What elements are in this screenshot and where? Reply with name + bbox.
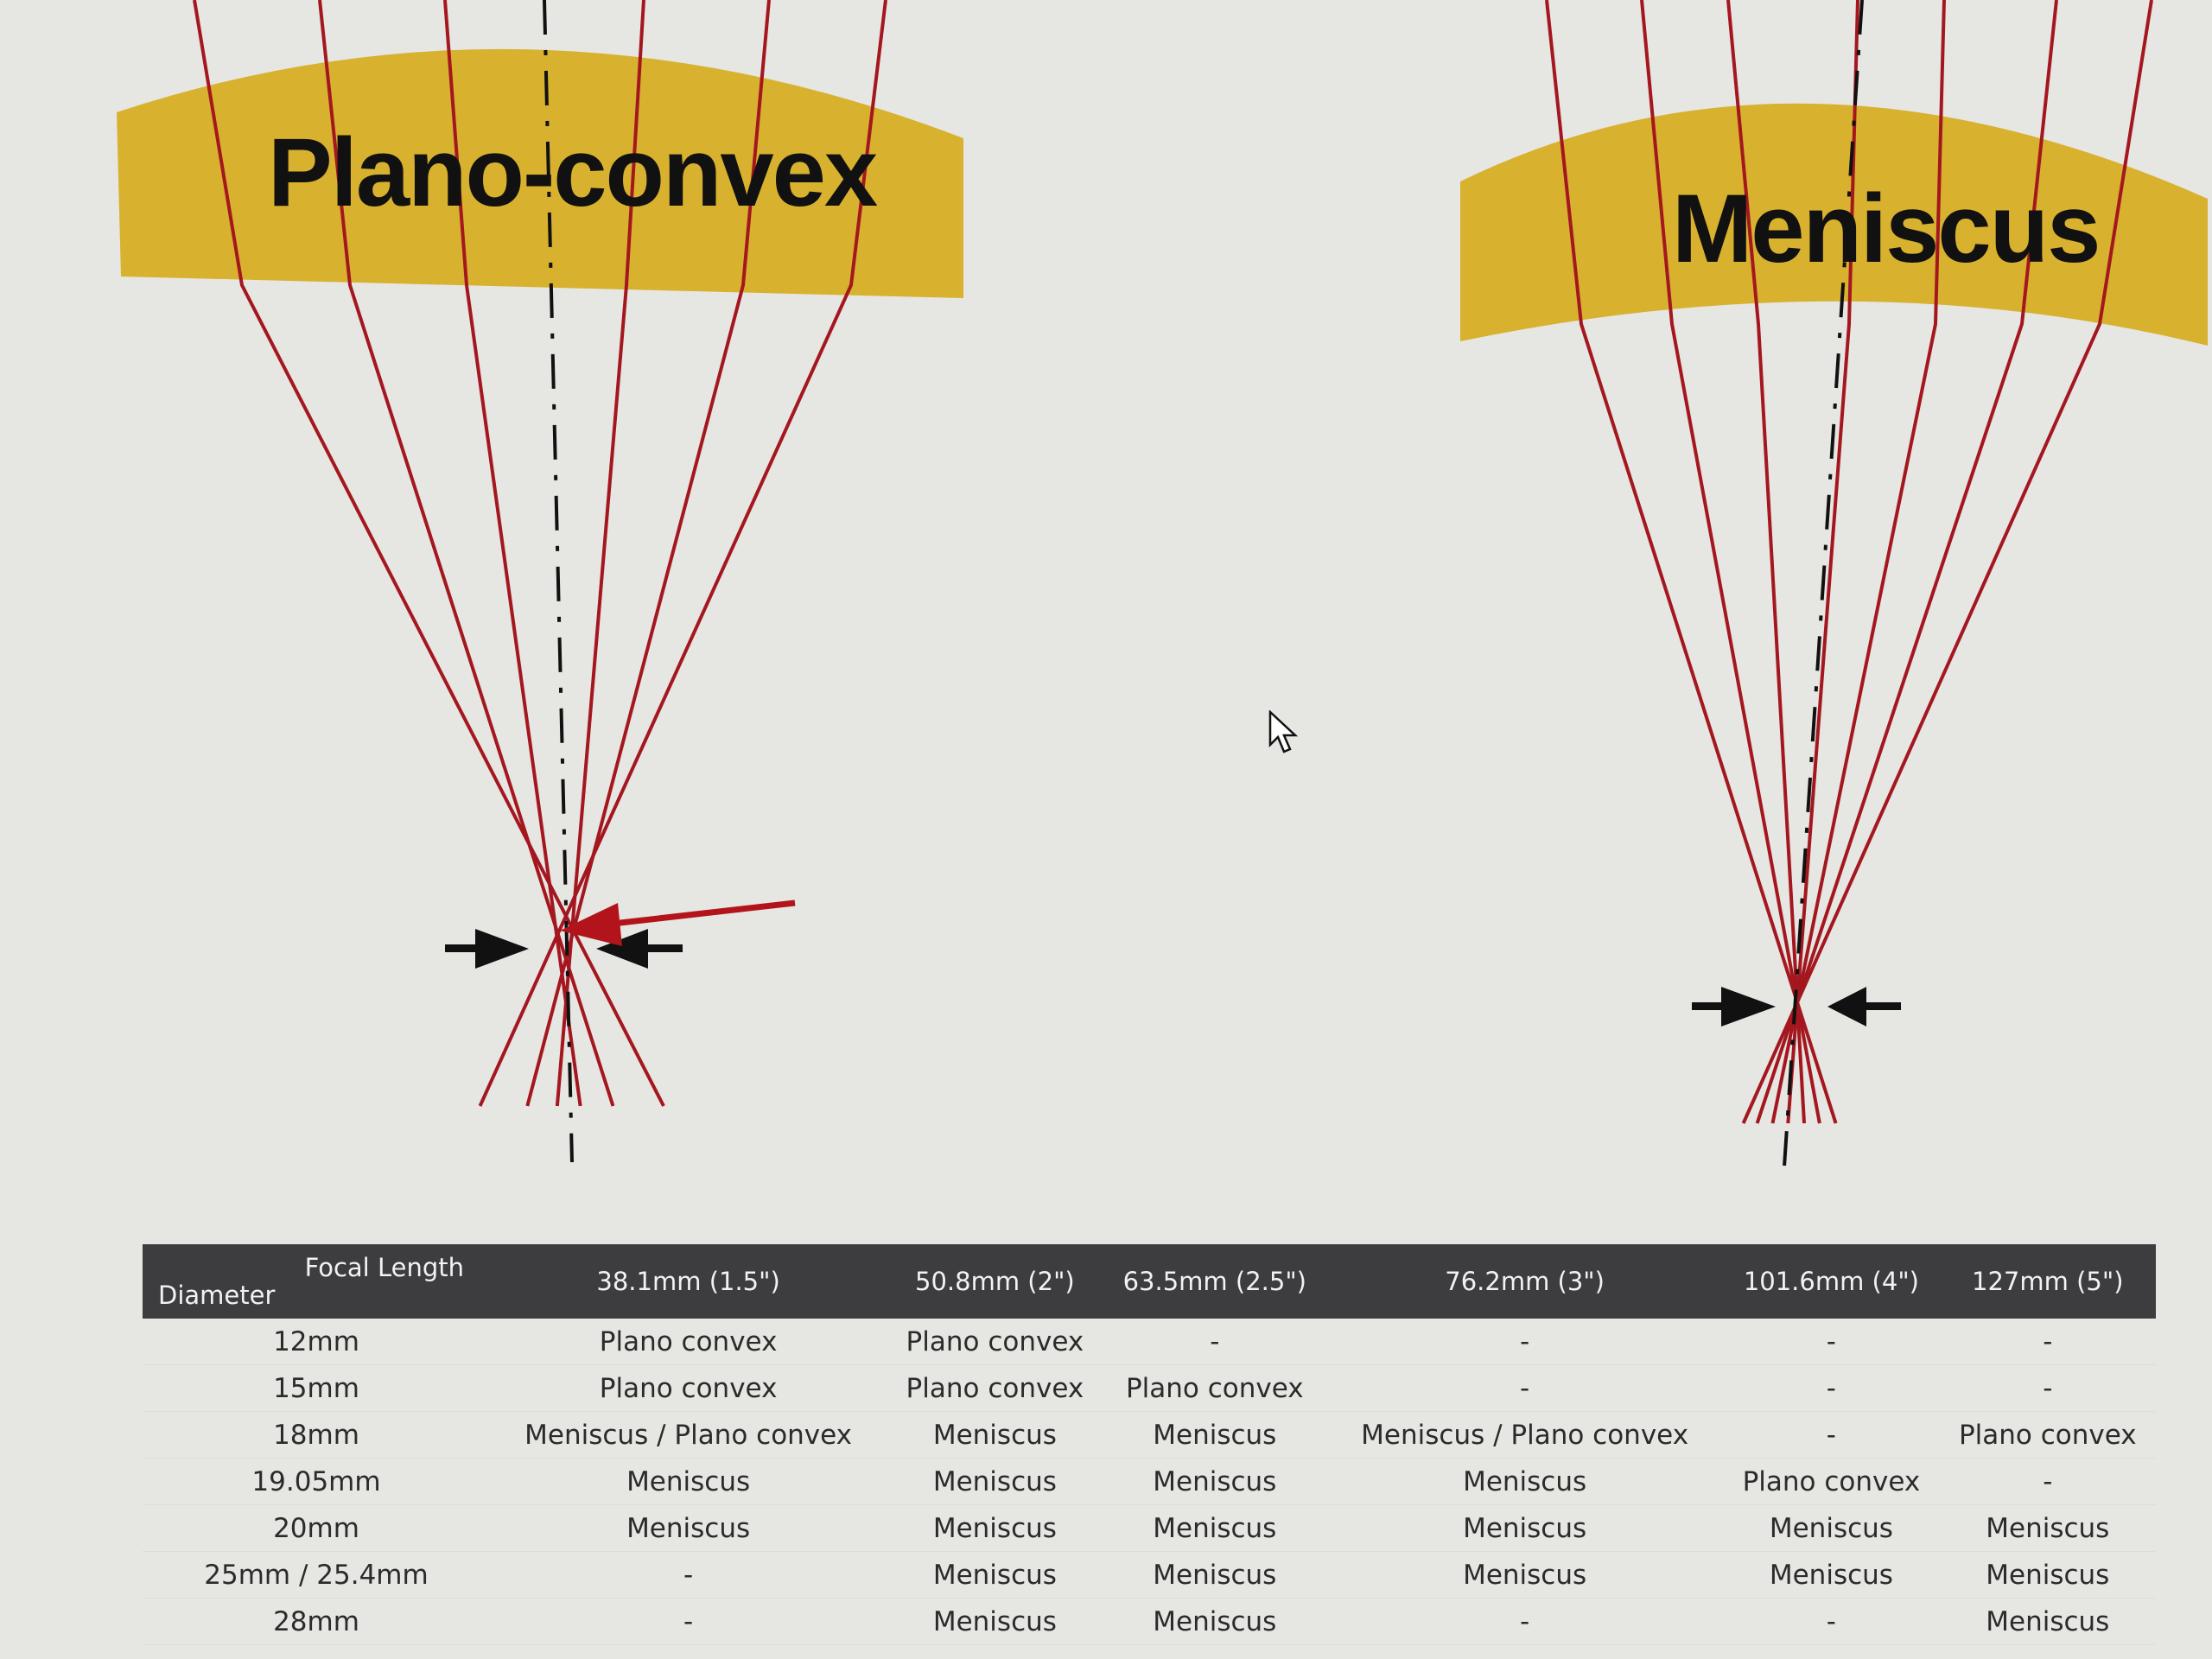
mouse-cursor-icon (1268, 710, 1299, 753)
lens-type-cell: Meniscus (490, 1458, 887, 1505)
red-highlight-arrow (560, 899, 796, 946)
lens-type-cell: - (1723, 1319, 1940, 1365)
lens-type-cell: Meniscus / Plano convex (1326, 1411, 1724, 1459)
plano-convex-lens (117, 48, 963, 298)
diameter-cell: 18mm (143, 1411, 490, 1459)
column-header: 76.2mm (3") (1445, 1267, 1605, 1296)
lens-type-cell: - (1103, 1319, 1327, 1365)
column-header: 101.6mm (4") (1743, 1267, 1919, 1296)
column-header: 127mm (5") (1972, 1267, 2124, 1296)
diameter-cell: 20mm (143, 1504, 490, 1552)
lens-type-cell: Meniscus (1723, 1551, 1940, 1599)
lens-type-cell: Plano convex (1103, 1364, 1327, 1412)
lens-ray-diagram (117, 0, 2208, 1167)
lens-type-cell: Plano convex (1723, 1458, 1940, 1505)
lens-type-cell: Meniscus (1103, 1504, 1327, 1552)
lens-type-cell: - (1723, 1364, 1940, 1412)
diameter-cell: 15mm (143, 1364, 490, 1412)
plano-ray (478, 0, 887, 1107)
plano-ray (555, 0, 645, 1107)
meniscus-optical-axis (1783, 0, 1864, 1167)
corner-header: Diameter Focal Length (143, 1244, 490, 1319)
lens-selection-table: Diameter Focal Length 38.1mm (1.5") 50.8… (143, 1244, 2156, 1645)
lens-type-cell: Meniscus (1939, 1504, 2156, 1552)
lens-type-cell: - (1939, 1458, 2156, 1505)
lens-type-cell: Plano convex (490, 1319, 887, 1365)
lens-type-cell: - (1723, 1598, 1940, 1645)
lens-type-cell: Meniscus (887, 1458, 1103, 1505)
lens-type-cell: Meniscus (1103, 1458, 1327, 1505)
lens-type-cell: - (1326, 1364, 1724, 1412)
column-header: 38.1mm (1.5") (596, 1267, 780, 1296)
column-header: 50.8mm (2") (915, 1267, 1075, 1296)
meniscus-ray (1726, 0, 1807, 1124)
meniscus-ray (1786, 0, 1859, 1124)
lens-type-cell: Meniscus (1326, 1504, 1724, 1552)
lens-type-cell: Meniscus (1723, 1504, 1940, 1552)
lens-type-cell: Plano convex (1939, 1411, 2156, 1459)
lens-type-cell: - (490, 1551, 887, 1599)
plano-ray (525, 0, 771, 1107)
lens-type-cell: Meniscus (1939, 1551, 2156, 1599)
lens-type-cell: Meniscus (1103, 1411, 1327, 1459)
column-header: 63.5mm (2.5") (1122, 1267, 1306, 1296)
lens-type-cell: - (1326, 1319, 1724, 1365)
lens-type-cell: Meniscus (490, 1504, 887, 1552)
plano-ray (318, 0, 615, 1107)
table-header-row: Diameter Focal Length 38.1mm (1.5") 50.8… (143, 1244, 2156, 1319)
lens-type-cell: Meniscus (1103, 1598, 1327, 1645)
meniscus-ray (1755, 0, 2058, 1124)
lens-type-cell: - (1939, 1319, 2156, 1365)
focal-length-header: Focal Length (304, 1253, 464, 1282)
meniscus-lens (1460, 103, 2208, 346)
lens-type-cell: Meniscus (1939, 1598, 2156, 1645)
lens-type-cell: Plano convex (887, 1364, 1103, 1412)
meniscus-ray (1741, 0, 2153, 1124)
lens-type-cell: - (490, 1598, 887, 1645)
diameter-cell: 25mm / 25.4mm (143, 1551, 490, 1599)
lens-type-cell: Meniscus (1326, 1458, 1724, 1505)
plano-ray (193, 0, 665, 1107)
plano-optical-axis (543, 0, 574, 1163)
meniscus-ray (1770, 0, 1946, 1124)
lens-type-cell: Plano convex (490, 1364, 887, 1412)
plano-convex-label: Plano-convex (268, 118, 878, 226)
plano-focus-arrows (445, 929, 683, 969)
lens-type-cell: Meniscus (887, 1598, 1103, 1645)
plano-ray (443, 0, 582, 1107)
meniscus-focus-arrows (1692, 987, 1901, 1027)
lens-type-cell: Meniscus (887, 1504, 1103, 1552)
lens-type-cell: Plano convex (887, 1319, 1103, 1365)
lens-type-cell: - (1326, 1598, 1724, 1645)
lens-type-cell: Meniscus (1103, 1551, 1327, 1599)
meniscus-ray (1640, 0, 1821, 1124)
diameter-cell: 28mm (143, 1598, 490, 1645)
lens-type-cell: Meniscus (887, 1411, 1103, 1459)
lens-type-cell: Meniscus / Plano convex (490, 1411, 887, 1459)
lens-type-cell: - (1723, 1411, 1940, 1459)
diameter-cell: 12mm (143, 1319, 490, 1365)
diameter-header: Diameter (158, 1281, 276, 1310)
lens-type-cell: Meniscus (1326, 1551, 1724, 1599)
meniscus-ray (1545, 0, 1838, 1124)
lens-type-cell: Meniscus (887, 1551, 1103, 1599)
lens-type-cell: - (1939, 1364, 2156, 1412)
meniscus-label: Meniscus (1672, 175, 2101, 283)
diameter-cell: 19.05mm (143, 1458, 490, 1505)
